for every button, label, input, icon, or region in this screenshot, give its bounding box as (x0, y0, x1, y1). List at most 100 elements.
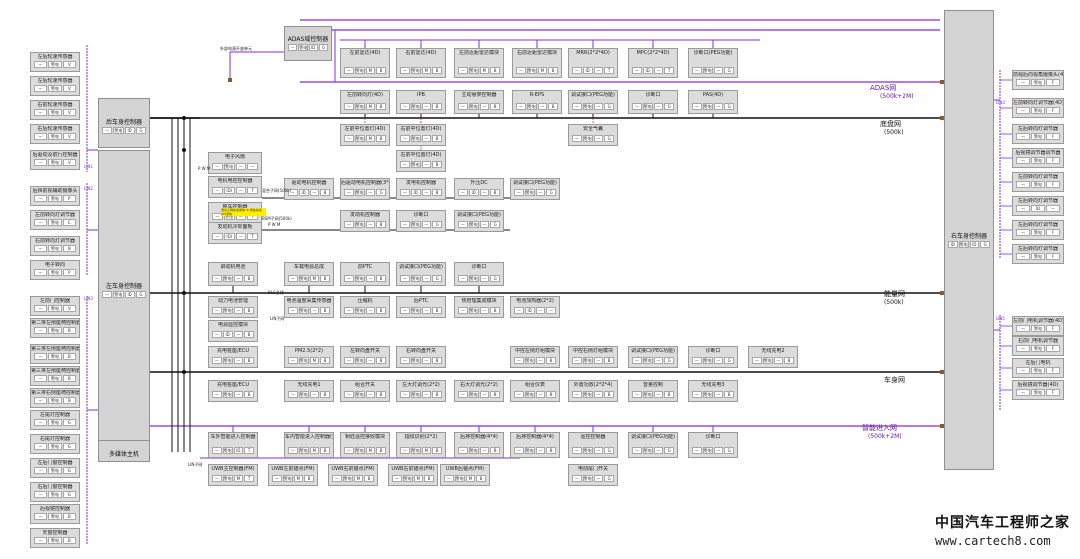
body-lower-module-8[interactable]: 无线充电3—警电—B (688, 380, 738, 402)
body-module-0[interactable]: 充电桩座/ECU—警电—B (208, 346, 258, 368)
smart-module-4[interactable]: 后排控制器(4*4)—警电—B (454, 432, 504, 458)
right-module-5[interactable]: 左后转向灯调节器—ID— (1012, 196, 1064, 216)
energy-lower-module-4[interactable]: 热管理集成模块—警电—B (454, 296, 504, 318)
smart-module-6[interactable]: 遥控控制器—警电—G (568, 432, 618, 458)
uwb-module-5[interactable]: 电动尾门开关—警电—G (568, 464, 618, 486)
body-module-5[interactable]: 中控右侧灯组模块—警电—B (568, 346, 618, 368)
body-lower-module-5[interactable]: 组合仪表—警电—B (510, 380, 560, 402)
engine-module-4[interactable]: 调试接口(PEG功能)—警电—G (510, 178, 560, 200)
energy-module-0[interactable]: 启动机电池—警电—B (208, 262, 258, 286)
energy-lower-module-5[interactable]: 电池加热器(2*2)—ID—— (510, 296, 560, 318)
body-lower-module-6[interactable]: 外置功放(2*2*4)—警电—B (568, 380, 618, 402)
energy-module-4[interactable]: 诊断口—警电—G (454, 262, 504, 286)
smart-module-7[interactable]: 调试接口(PEG功能)—警电—G (628, 432, 678, 458)
engine-module-3[interactable]: 升压DC—ID—B (454, 178, 504, 200)
chassis-module-6[interactable]: PAS(4D)—警电—G (688, 90, 738, 114)
power-module-3[interactable]: 发动机冷却面板—IDI—T (208, 222, 262, 244)
engine-module-1[interactable]: 后驱动电机控制器(3*4*)—警电—G (340, 178, 390, 200)
right-module-0[interactable]: 前视后向视角摄像头(4D)—警电F (1012, 70, 1064, 90)
body-module-3[interactable]: 右转向盘开关—警电—B (396, 346, 446, 368)
energy-module-3[interactable]: 调试接口(PEG功能)—警电—G (396, 262, 446, 286)
adas-module-6[interactable]: 诊断口(PEG功能)—警电—G (688, 48, 738, 78)
body-lower-module-3[interactable]: 左大灯调光(2*2)—警电—B (396, 380, 446, 402)
engine-module-6[interactable]: 诊断口—警电—G (396, 210, 446, 232)
chassis-lower-module-3[interactable]: 安全气囊—警电—G (568, 124, 618, 146)
chassis-module-2[interactable]: 主动悬架控制器—警电—B (454, 90, 504, 114)
body-lower-module-0[interactable]: 充电桩座/ECU—警电—B (208, 380, 258, 402)
power-module-0[interactable]: 电子风扇—警电—— (208, 152, 262, 174)
body-lower-module-1[interactable]: 无线充电1—警电—B (284, 380, 334, 402)
adas-module-5[interactable]: MPC(2*2*4D)—ID—T (628, 48, 678, 78)
engine-module-0[interactable]: 驱动电机控制器—ID—B (284, 178, 334, 200)
chassis-lower-module-1[interactable]: 右前中位置灯(4D)—警电—B (396, 124, 446, 146)
multimedia-host[interactable]: 多媒体主机 (98, 440, 150, 462)
body-module-2[interactable]: 左转向盘开关—警电—B (340, 346, 390, 368)
chassis-module-4[interactable]: 调试接口(PEG功能)—警电—G (568, 90, 618, 114)
chassis-module-3[interactable]: R-EPS—警电—B (512, 90, 562, 114)
body-module-8[interactable]: 无线充电2—警电—B (748, 346, 798, 368)
body-module-4[interactable]: 中控左侧灯组模块—警电—B (510, 346, 560, 368)
energy-lower-module-1[interactable]: 电池温度采集传感器—警电—B (284, 296, 334, 318)
chassis-lower-module-2[interactable]: 右前中位置灯(4D)—警电—B (396, 150, 446, 172)
energy-module-2[interactable]: 前PTC—警电—B (340, 262, 390, 286)
body-lower-module-2[interactable]: 组合开关—警电—B (340, 380, 390, 402)
engine-module-5[interactable]: 发动机控制器—警电—B (340, 210, 390, 232)
energy-lower-module-2[interactable]: 压缩机—警电—B (340, 296, 390, 318)
power-module-1[interactable]: 电机电控控制器—IDI—T (208, 176, 262, 198)
chassis-module-1[interactable]: IPB—警电—B (396, 90, 446, 114)
body-lower-module-7[interactable]: 音量控制—警电—B (628, 380, 678, 402)
body-module-6[interactable]: 调试接口(PEG功能)—警电—G (628, 346, 678, 368)
chassis-module-5[interactable]: 诊断口—警电—G (628, 90, 678, 114)
energy-lower-module-0[interactable]: 动力电池管理—警电—B (208, 296, 258, 318)
smart-module-5[interactable]: 后排控制器(4*4)—警电—B (510, 432, 560, 458)
body-module-7[interactable]: 诊断口—警电—G (688, 346, 738, 368)
adas-module-4[interactable]: MRR(2*2*4D)—ID—T (568, 48, 618, 78)
body-lower-module-4[interactable]: 右大灯调光(2*2)—警电—B (454, 380, 504, 402)
